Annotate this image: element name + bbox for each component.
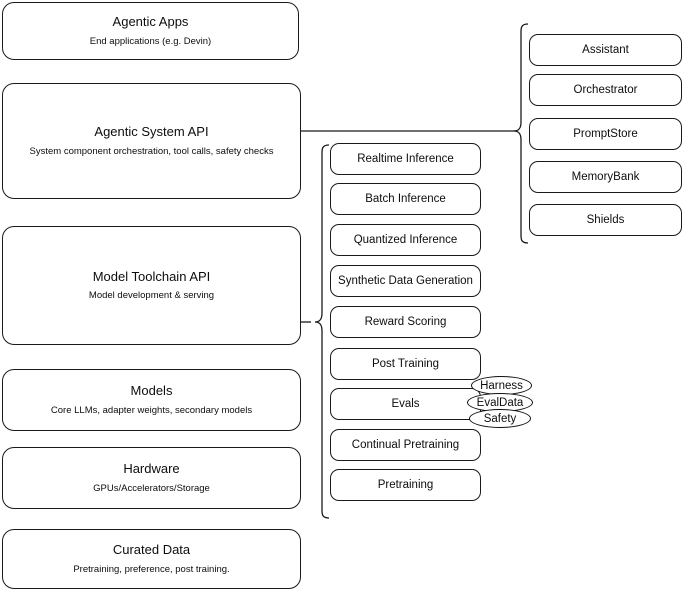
stack-layer-subtitle: Core LLMs, adapter weights, secondary mo… xyxy=(50,404,253,416)
stack-layer-subtitle: System component orchestration, tool cal… xyxy=(29,145,274,157)
toolchain-component-realtime-inference[interactable]: Realtime Inference xyxy=(330,143,481,175)
chip-label: Continual Pretraining xyxy=(351,439,460,451)
chip-label: Reward Scoring xyxy=(364,316,447,328)
badge-label: Harness xyxy=(480,379,523,392)
toolchain-component-reward-scoring[interactable]: Reward Scoring xyxy=(330,306,481,338)
chip-label: Realtime Inference xyxy=(357,153,454,165)
chip-label: Shields xyxy=(586,214,625,226)
agentic-component-orchestrator[interactable]: Orchestrator xyxy=(529,74,682,106)
stack-layer-title: Curated Data xyxy=(112,542,191,558)
toolchain-component-synthetic-data-generation[interactable]: Synthetic Data Generation xyxy=(330,265,481,297)
stack-layer-agentic-system-api[interactable]: Agentic System API System component orch… xyxy=(2,83,301,199)
agentic-component-shields[interactable]: Shields xyxy=(529,204,682,236)
stack-layer-title: Models xyxy=(130,383,173,399)
toolchain-component-evals[interactable]: Evals xyxy=(330,388,481,420)
chip-label: Assistant xyxy=(582,44,629,56)
stack-layer-subtitle: GPUs/Accelerators/Storage xyxy=(93,482,210,494)
agentic-components-brace xyxy=(513,23,529,244)
stack-layer-subtitle: End applications (e.g. Devin) xyxy=(89,35,212,47)
stack-layer-agentic-apps[interactable]: Agentic Apps End applications (e.g. Devi… xyxy=(2,2,299,60)
toolchain-component-continual-pretraining[interactable]: Continual Pretraining xyxy=(330,429,481,461)
chip-label: PromptStore xyxy=(573,128,638,140)
stack-layer-title: Agentic Apps xyxy=(112,14,189,30)
chip-label: Post Training xyxy=(371,358,440,370)
stack-layer-subtitle: Pretraining, preference, post training. xyxy=(73,563,230,575)
stack-layer-hardware[interactable]: Hardware GPUs/Accelerators/Storage xyxy=(2,447,301,509)
stack-layer-curated-data[interactable]: Curated Data Pretraining, preference, po… xyxy=(2,529,301,589)
chip-label: Quantized Inference xyxy=(353,234,458,246)
eval-badge-safety[interactable]: Safety xyxy=(469,409,531,428)
stack-layer-title: Model Toolchain API xyxy=(92,268,211,284)
chip-label: Synthetic Data Generation xyxy=(338,275,473,287)
toolchain-component-pretraining[interactable]: Pretraining xyxy=(330,469,481,501)
agentic-component-promptstore[interactable]: PromptStore xyxy=(529,118,682,150)
agentic-component-assistant[interactable]: Assistant xyxy=(529,34,682,66)
agentic-component-memorybank[interactable]: MemoryBank xyxy=(529,161,682,193)
toolchain-components-brace xyxy=(314,144,330,519)
toolchain-component-post-training[interactable]: Post Training xyxy=(330,348,481,380)
badge-label: Safety xyxy=(483,412,517,425)
toolchain-component-batch-inference[interactable]: Batch Inference xyxy=(330,183,481,215)
stack-layer-title: Agentic System API xyxy=(94,124,209,140)
chip-label: Orchestrator xyxy=(573,84,638,96)
stack-layer-subtitle: Model development & serving xyxy=(88,290,215,302)
stack-layer-model-toolchain-api[interactable]: Model Toolchain API Model development & … xyxy=(2,226,301,345)
stack-layer-title: Hardware xyxy=(123,461,180,477)
chip-label: MemoryBank xyxy=(571,171,640,183)
chip-label: Batch Inference xyxy=(365,193,446,205)
chip-label: Evals xyxy=(391,398,420,410)
stack-layer-models[interactable]: Models Core LLMs, adapter weights, secon… xyxy=(2,369,301,431)
chip-label: Pretraining xyxy=(377,479,434,491)
badge-label: EvalData xyxy=(476,396,524,409)
toolchain-component-quantized-inference[interactable]: Quantized Inference xyxy=(330,224,481,256)
